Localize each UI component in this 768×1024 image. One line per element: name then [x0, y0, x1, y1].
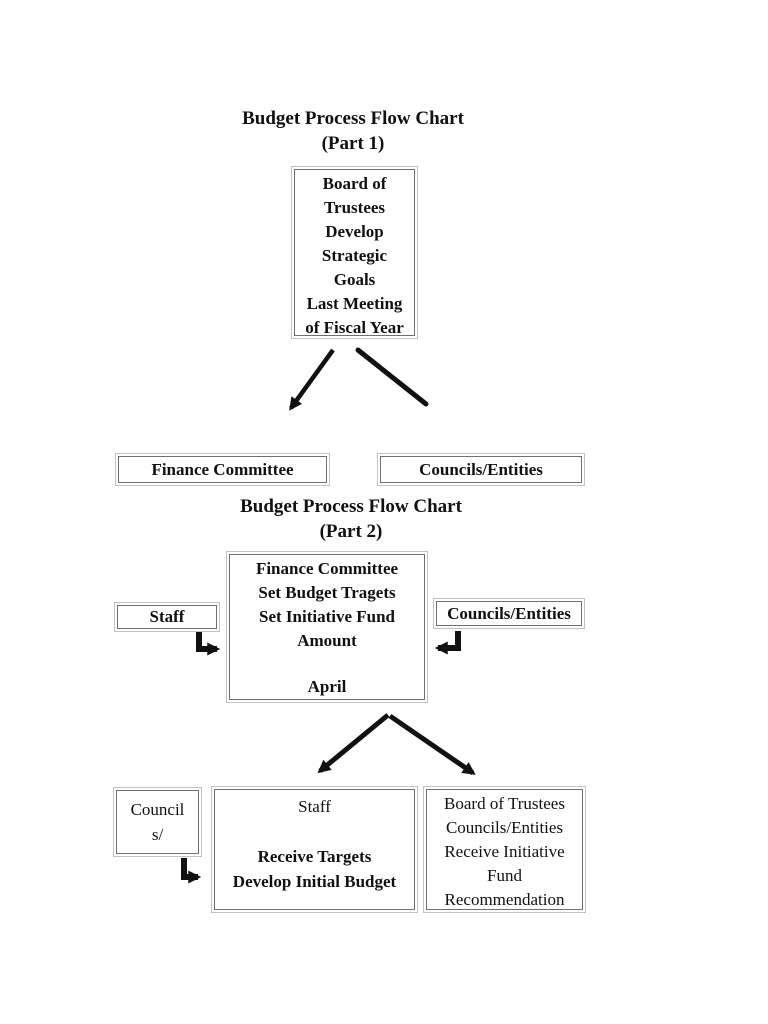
board-receive-line: Board of Trustees	[444, 794, 565, 813]
board-box-line: Strategic	[321, 246, 388, 265]
arrow-board-to-finance	[289, 348, 335, 411]
part2-staff-box: Staff	[114, 602, 220, 632]
board-box-line: Goals	[333, 270, 376, 289]
part2-center-line: Finance Committee	[255, 559, 399, 578]
board-receive-line: Recommendation	[444, 890, 565, 909]
elbow-arrow-staff-to-center	[196, 632, 221, 656]
part2-center-line: Set Initiative Fund	[258, 607, 396, 626]
part2-title-line2: (Part 2)	[319, 521, 383, 542]
arrow-center-to-board-receive	[388, 713, 476, 776]
elbow-arrow-councils-to-center	[434, 631, 461, 655]
board-receive-box: Board of Trustees Councils/Entities Rece…	[423, 786, 586, 913]
part2-staff-label: Staff	[149, 607, 185, 626]
part1-councils-entities-label: Councils/Entities	[419, 459, 543, 479]
part2-councils-entities-box: Councils/Entities	[433, 598, 585, 629]
staff-receive-blank-line	[215, 819, 414, 844]
finance-committee-label: Finance Committee	[151, 459, 294, 479]
finance-committee-box: Finance Committee	[115, 453, 330, 486]
staff-receive-line: Develop Initial Budget	[232, 872, 397, 891]
arrow-center-to-staff-receive	[317, 713, 390, 774]
councils-small-box: Council s/	[113, 787, 202, 857]
part2-center-box: Finance Committee Set Budget Tragets Set…	[226, 551, 428, 703]
part2-center-line: Amount	[297, 631, 357, 650]
councils-small-line: Council	[130, 800, 185, 819]
board-box-line: of Fiscal Year	[305, 318, 404, 336]
staff-receive-line: Staff	[298, 797, 331, 816]
elbow-arrow-councils-to-staff-receive	[181, 858, 202, 884]
staff-receive-line: Receive Targets	[257, 847, 372, 866]
part2-center-blank-line	[230, 653, 424, 675]
board-receive-line: Councils/Entities	[445, 818, 564, 837]
part2-title-line1: Budget Process Flow Chart	[240, 496, 462, 517]
part2-center-line: Set Budget Tragets	[258, 583, 396, 602]
board-box-line: Develop	[325, 222, 384, 241]
board-box-line: Board of	[322, 174, 387, 193]
staff-receive-targets-box: Staff Receive Targets Develop Initial Bu…	[211, 786, 418, 913]
board-box-line: Last Meeting	[306, 294, 403, 313]
part1-councils-entities-box: Councils/Entities	[377, 453, 585, 486]
councils-small-line: s/	[151, 825, 164, 844]
part2-councils-entities-label: Councils/Entities	[447, 603, 571, 623]
board-of-trustees-box: Board of Trustees Develop Strategic Goal…	[291, 166, 418, 339]
part1-title: Budget Process Flow Chart (Part 1)	[153, 106, 553, 156]
part2-title: Budget Process Flow Chart (Part 2)	[151, 494, 551, 544]
board-receive-line: Fund	[487, 866, 522, 885]
board-receive-line: Receive Initiative	[444, 842, 565, 861]
line-board-to-councils	[355, 347, 429, 407]
part1-title-line2: (Part 1)	[321, 133, 385, 154]
board-box-line: Trustees	[323, 198, 386, 217]
part2-center-line: April	[307, 677, 347, 696]
part1-title-line1: Budget Process Flow Chart	[242, 108, 464, 129]
